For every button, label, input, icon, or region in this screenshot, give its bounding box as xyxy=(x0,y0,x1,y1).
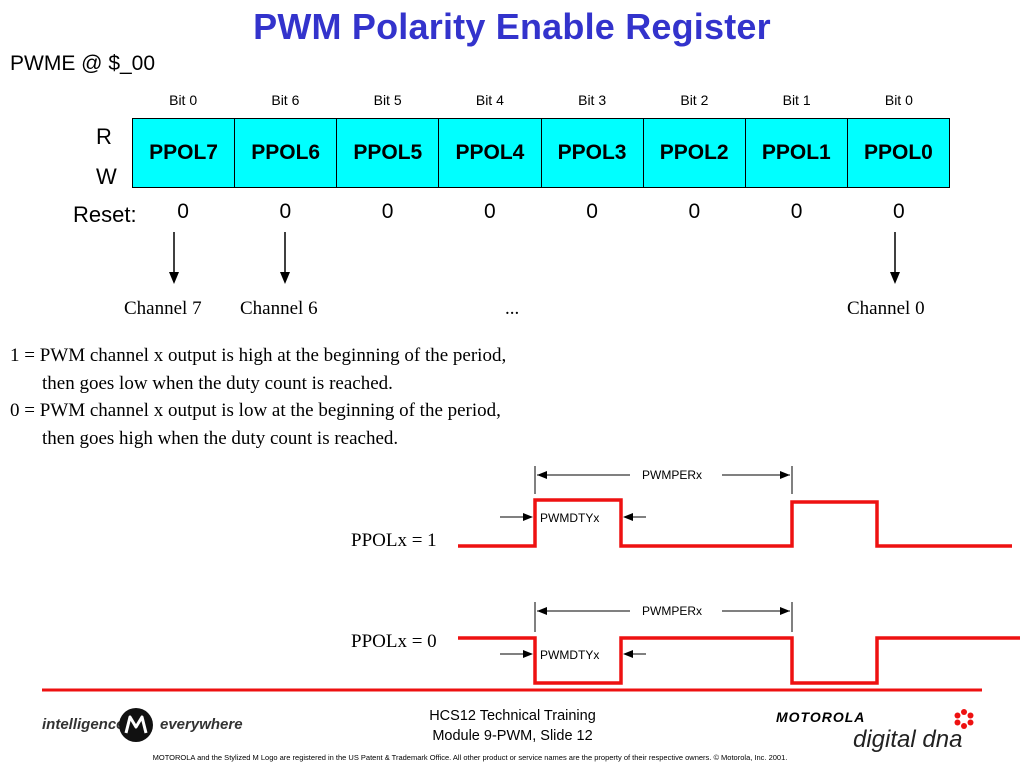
channel-ellipsis: ... xyxy=(505,298,520,319)
write-label: W xyxy=(96,164,117,189)
arrow-head xyxy=(523,650,533,658)
bit-label: Bit 2 xyxy=(680,92,709,108)
arrow-head xyxy=(890,272,900,284)
slide-title: PWM Polarity Enable Register xyxy=(253,6,771,47)
waveform-ppol-0 xyxy=(458,636,1020,685)
reset-value: 0 xyxy=(177,200,189,223)
arrow-head xyxy=(523,513,533,521)
arrow-head xyxy=(780,471,790,479)
channel-7-label: Channel 7 xyxy=(124,298,202,319)
arrow-head xyxy=(537,607,547,615)
reset-value: 0 xyxy=(893,200,905,223)
bit-label: Bit 4 xyxy=(475,92,504,108)
register-field-ppol4: PPOL4 xyxy=(439,119,542,187)
bit-label: Bit 5 xyxy=(373,92,402,108)
bit-label: Bit 0 xyxy=(884,92,913,108)
register-field-ppol7: PPOL7 xyxy=(133,119,236,187)
tagline-left: intelligence xyxy=(42,716,125,733)
register-field-ppol3: PPOL3 xyxy=(542,119,644,187)
reset-value: 0 xyxy=(790,200,803,223)
reset-value: 0 xyxy=(688,200,701,223)
brand-name: MOTOROLA xyxy=(776,709,866,725)
channel-6-label: Channel 6 xyxy=(240,298,318,319)
course-info: HCS12 Technical Training Module 9-PWM, S… xyxy=(400,706,625,746)
read-label: R xyxy=(96,124,112,149)
bit-label: Bit 6 xyxy=(271,92,300,108)
polarity-description: 1 = PWM channel x output is high at the … xyxy=(10,342,510,452)
arrow-head xyxy=(169,272,179,284)
arrow-head xyxy=(537,471,547,479)
motorola-logo-icon xyxy=(119,708,153,742)
arrow-head xyxy=(623,513,633,521)
reset-value-row: 0 0 0 0 0 0 0 0 xyxy=(132,200,950,224)
reset-value: 0 xyxy=(484,200,496,223)
reset-label: Reset: xyxy=(73,202,137,227)
slide-number: Module 9-PWM, Slide 12 xyxy=(432,728,593,744)
ppol-1-label: PPOLx = 1 xyxy=(351,530,437,551)
register-field-ppol6: PPOL6 xyxy=(235,119,338,187)
waveform-ppol-1 xyxy=(458,498,1012,548)
dna-star-icon xyxy=(954,709,974,729)
description-low: 0 = PWM channel x output is low at the b… xyxy=(10,400,501,449)
arrow-head xyxy=(780,607,790,615)
waveform-diagram xyxy=(42,466,1020,692)
register-field-ppol1: PPOL1 xyxy=(746,119,848,187)
bit-label: Bit 3 xyxy=(578,92,607,108)
tagline-right: everywhere xyxy=(160,716,243,733)
register-field-ppol2: PPOL2 xyxy=(644,119,746,187)
course-title: HCS12 Technical Training xyxy=(429,708,596,724)
register-address: PWME @ $_00 xyxy=(10,52,156,75)
bit-label: Bit 1 xyxy=(782,92,811,108)
reset-value: 0 xyxy=(279,200,292,223)
arrow-head xyxy=(280,272,290,284)
reset-value: 0 xyxy=(586,200,598,223)
bit-label-row: Bit 0 Bit 6 Bit 5 Bit 4 Bit 3 Bit 2 Bit … xyxy=(132,92,950,108)
duty-label: PWMDTYx xyxy=(540,648,600,662)
register-field-ppol0: PPOL0 xyxy=(864,141,933,164)
ppol-0-label: PPOLx = 0 xyxy=(351,631,437,652)
channel-0-label: Channel 0 xyxy=(847,298,925,319)
reset-value: 0 xyxy=(381,200,394,223)
arrow-head xyxy=(623,650,633,658)
channel-arrows xyxy=(169,232,900,284)
legal-notice: MOTOROLA and the Stylized M Logo are reg… xyxy=(152,753,788,762)
duty-label: PWMDTYx xyxy=(540,511,600,525)
register-field-ppol5: PPOL5 xyxy=(337,119,440,187)
register-table: PPOL7 PPOL6 PPOL5 PPOL4 PPOL3 PPOL2 PPOL… xyxy=(132,118,950,188)
period-label: PWMPERx xyxy=(642,604,702,618)
brand-subtitle: digital dna xyxy=(853,726,963,753)
period-label: PWMPERx xyxy=(642,468,702,482)
bit-label: Bit 0 xyxy=(169,92,198,108)
description-high: 1 = PWM channel x output is high at the … xyxy=(10,345,507,394)
